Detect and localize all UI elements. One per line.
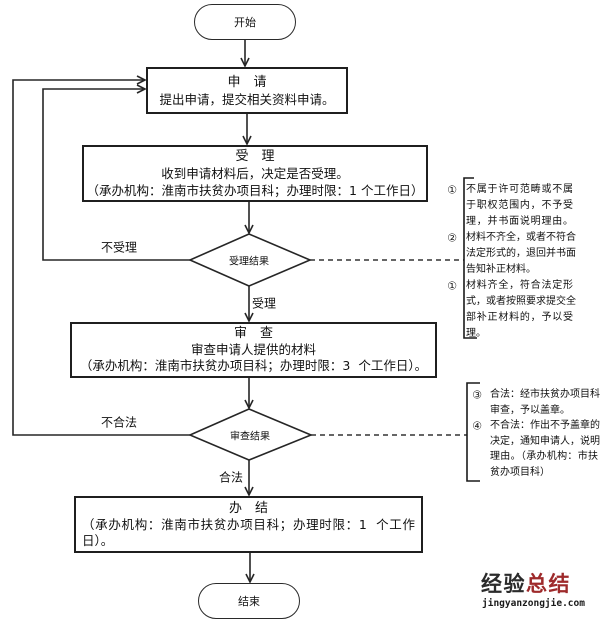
arrow-apply-to-accept (242, 114, 252, 146)
end-label: 结束 (238, 595, 260, 608)
annotation-line: 式，或者按照要求提交全 (466, 296, 576, 307)
watermark-brand: 经验总结 (481, 572, 571, 596)
arrowhead (244, 399, 254, 410)
step-description: 提出申请，提交相关资料申请。 (159, 91, 335, 107)
annotation-review: 合法：经市扶贫办项目科 审查，予以盖章。 不合法：作出不予盖章的 决定，通知申请… (490, 387, 600, 480)
annotation-line: 合法：经市扶贫办项目科 (490, 389, 600, 400)
loop-path (42, 88, 190, 261)
arrowhead (244, 224, 254, 235)
step-office-and-deadline: （承办机构：淮南市扶贫办项目科；办理时限：3 个工作日）。 (79, 358, 428, 373)
annotation-item: 材料不齐全，或者不符合 法定形式的，退回并书面 告知补正材料。 (466, 230, 576, 278)
loop-illegal-to-apply (12, 75, 190, 436)
step-apply: 申 请 提出申请，提交相关资料申请。 (146, 67, 348, 114)
annotation-item: 合法：经市扶贫办项目科 审查，予以盖章。 (490, 387, 600, 418)
annotation-item: 材料齐全，符合法定形 式，或者按照要求提交全 部补正材料的，予以受 理。 (466, 278, 576, 342)
decision-label-acceptance: 受理结果 (229, 256, 269, 268)
loop-path (12, 79, 190, 436)
arrowhead (136, 75, 147, 85)
circled-number-marker: ④ (472, 419, 482, 433)
edge-label-legal: 合法 (218, 470, 244, 485)
arrow-start-to-apply (240, 40, 250, 68)
circled-number-marker: ① (447, 279, 457, 293)
step-review: 审 查 审查申请人提供的材料 （承办机构：淮南市扶贫办项目科；办理时限：3 个工… (70, 322, 437, 378)
decision-diamond-acceptance (188, 233, 313, 287)
annotation-line: 不合法：作出不予盖章的 (490, 420, 600, 431)
annotation-bracket-acceptance (463, 177, 477, 339)
annotation-line: 理由。（承办机构：市扶 (490, 451, 598, 462)
watermark-site: jingyanzongjie.com (482, 598, 585, 609)
start-terminal: 开始 (194, 4, 296, 40)
step-description: 收到申请材料后，决定是否受理。 (161, 166, 349, 181)
arrowhead (245, 573, 255, 584)
circled-number-marker: ① (447, 183, 457, 197)
arrow-decision-to-complete (244, 460, 254, 497)
annotation-line: 材料不齐全，或者不符合 (466, 232, 576, 243)
annotation-line: 贫办项目科） (490, 466, 550, 478)
arrow-complete-to-end (245, 553, 255, 584)
annotation-item: 不属于许可范畴或不属 于职权范围内，不予受 理，并书面说明理由。 (466, 182, 573, 230)
watermark-brand-dark: 经验 (481, 572, 526, 596)
circled-number-marker: ② (447, 231, 457, 245)
step-complete: 办 结 （承办机构：淮南市扶贫办项目科；办理时限：1 个工作 日）。 (74, 496, 423, 553)
watermark-brand-accent: 总结 (526, 572, 571, 596)
step-title: 审 查 (233, 326, 273, 341)
step-title: 受 理 (235, 149, 275, 164)
step-title: 办 结 (228, 500, 268, 516)
annotation-line: 决定，通知申请人，说明 (490, 435, 600, 447)
annotation-acceptance: 不属于许可范畴或不属 于职权范围内，不予受 理，并书面说明理由。 材料不齐全，或… (466, 182, 576, 342)
annotation-item: 不合法：作出不予盖章的 决定，通知申请人，说明 理由。（承办机构：市扶 贫办项目… (490, 418, 600, 480)
loop-not-accepted-to-apply (42, 84, 190, 261)
annotation-line: 材料齐全，符合法定形 (466, 280, 573, 291)
edge-label-illegal: 不合法 (100, 415, 138, 430)
step-accept: 受 理 收到申请材料后，决定是否受理。 （承办机构：淮南市扶贫办项目科；办理时限… (82, 145, 428, 202)
end-terminal: 结束 (198, 583, 300, 619)
annotation-line: 理，并书面说明理由。 (466, 216, 573, 227)
arrowhead (242, 135, 252, 146)
arrow-decision-to-review (244, 286, 254, 323)
arrowhead (240, 57, 250, 68)
arrowhead (136, 84, 147, 94)
annotation-line: 审查，予以盖章。 (490, 404, 570, 416)
circled-number-marker: ③ (472, 388, 482, 402)
decision-label-review: 审查结果 (230, 431, 270, 443)
edge-label-not-accepted: 不受理 (100, 240, 138, 255)
step-office-and-deadline-continued: 日）。 (82, 532, 114, 548)
annotation-line: 不属于许可范畴或不属 (466, 184, 573, 195)
arrow-review-to-decision (244, 378, 254, 410)
step-office-and-deadline: （承办机构：淮南市扶贫办项目科；办理时限：1 个工作 (82, 516, 415, 532)
annotation-line: 部补正材料的，予以受 (466, 312, 573, 323)
arrowhead (244, 312, 254, 323)
annotation-bracket-review (466, 382, 480, 482)
step-title: 申 请 (227, 74, 267, 90)
annotation-line: 理。 (466, 328, 486, 339)
edge-label-accepted: 受理 (251, 296, 277, 311)
arrow-accept-to-decision (244, 202, 254, 235)
start-label: 开始 (234, 16, 256, 29)
step-office-and-deadline: （承办机构：淮南市扶贫办项目科；办理时限：1 个工作日） (86, 183, 424, 198)
annotation-line: 告知补正材料。 (466, 264, 536, 275)
step-description: 审查申请人提供的材料 (190, 342, 316, 357)
arrowhead (244, 486, 254, 497)
decision-diamond-review (187, 408, 314, 461)
annotation-line: 于职权范围内，不予受 (466, 200, 573, 211)
annotation-line: 法定形式的，退回并书面 (466, 248, 576, 259)
